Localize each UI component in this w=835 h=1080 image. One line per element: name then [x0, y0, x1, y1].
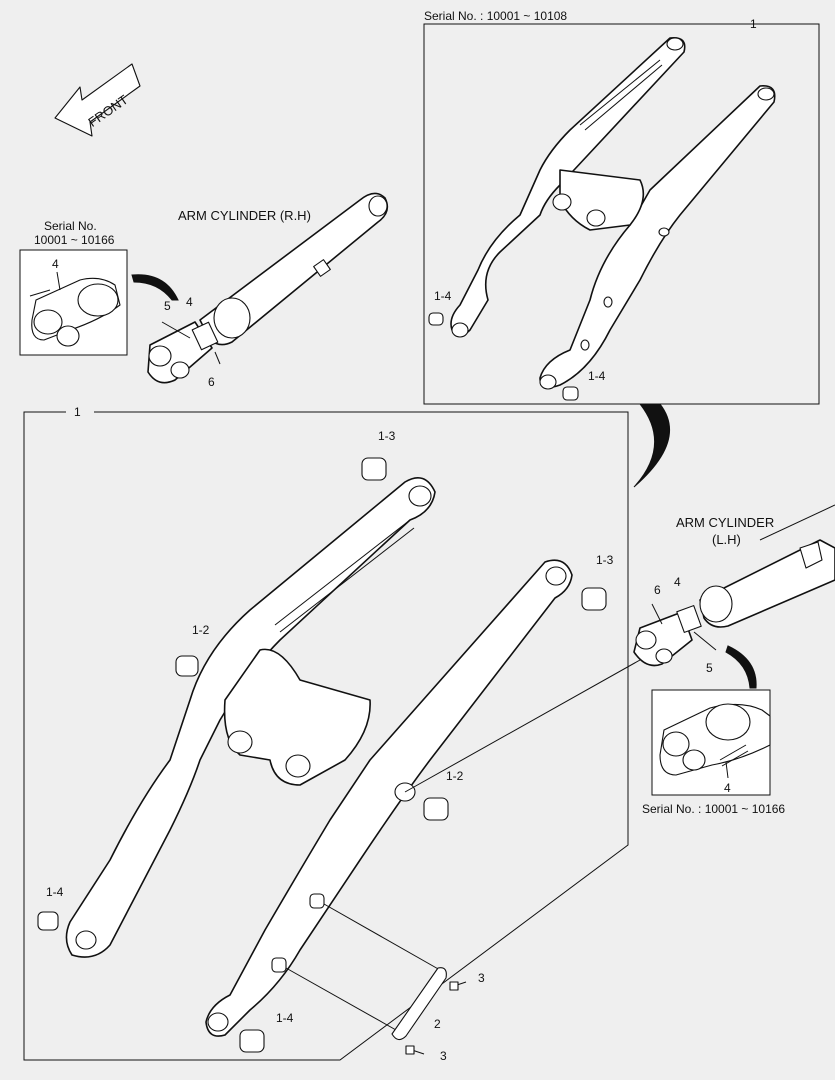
main-callout-1-3-b: 1-3 — [596, 553, 614, 567]
detail-transition-arrow — [633, 403, 671, 488]
main-frame — [23, 411, 629, 1061]
rh-callout-6: 6 — [208, 375, 215, 389]
bushing-1-3-a — [361, 457, 387, 481]
serial-top-label: Serial No. : 10001 ~ 10108 — [424, 9, 567, 23]
lh-inset-cylinder — [659, 703, 771, 779]
bushing-1-2-b — [423, 797, 449, 821]
bushing-1-4-b — [239, 1029, 265, 1053]
serial-left-line1: Serial No. — [44, 219, 97, 233]
arm-cylinder-lh — [404, 504, 835, 793]
main-callout-3-a: 3 — [478, 971, 485, 985]
top-callout-1-4-b: 1-4 — [588, 369, 606, 383]
top-callout-1-4-a: 1-4 — [434, 289, 452, 303]
main-callout-1-4-a: 1-4 — [46, 885, 64, 899]
bushing-1-4-a — [37, 911, 59, 931]
bushing-1-2-a — [175, 655, 199, 677]
lh-callout-6: 6 — [654, 583, 661, 597]
main-frame-callout-1: 1 — [74, 405, 81, 419]
main-callout-1-2-b: 1-2 — [446, 769, 464, 783]
bushing-1-3-b — [581, 587, 607, 611]
lh-inset-arrow — [725, 645, 757, 689]
rh-inset-arrow — [131, 274, 179, 301]
lh-callout-4: 4 — [674, 575, 681, 589]
top-frame — [423, 23, 820, 405]
rh-inset-cylinder — [29, 271, 121, 347]
arm-cylinder-lh-label-line1: ARM CYLINDER — [676, 515, 774, 530]
main-callout-1-2-a: 1-2 — [192, 623, 210, 637]
arm-cylinder-rh-label: ARM CYLINDER (R.H) — [178, 208, 311, 223]
serial-right-label: Serial No. : 10001 ~ 10166 — [642, 802, 785, 816]
rh-callout-5: 5 — [164, 299, 171, 313]
top-lift-arm — [428, 36, 776, 401]
rh-inset-callout-4: 4 — [52, 257, 59, 271]
lh-inset-callout-4: 4 — [724, 781, 731, 795]
main-callout-3-b: 3 — [440, 1049, 447, 1063]
top-frame-callout-1: 1 — [750, 17, 757, 31]
main-callout-1-4-b: 1-4 — [276, 1011, 294, 1025]
serial-left-line2: 10001 ~ 10166 — [34, 233, 115, 247]
lh-callout-5: 5 — [706, 661, 713, 675]
main-callout-2: 2 — [434, 1017, 441, 1031]
front-arrow: FRONT — [54, 63, 141, 137]
arm-cylinder-rh — [147, 192, 389, 384]
main-callout-1-3-a: 1-3 — [378, 429, 396, 443]
rh-callout-4: 4 — [186, 295, 193, 309]
arm-cylinder-lh-label-line2: (L.H) — [712, 532, 741, 547]
main-lift-arm — [37, 457, 607, 1055]
